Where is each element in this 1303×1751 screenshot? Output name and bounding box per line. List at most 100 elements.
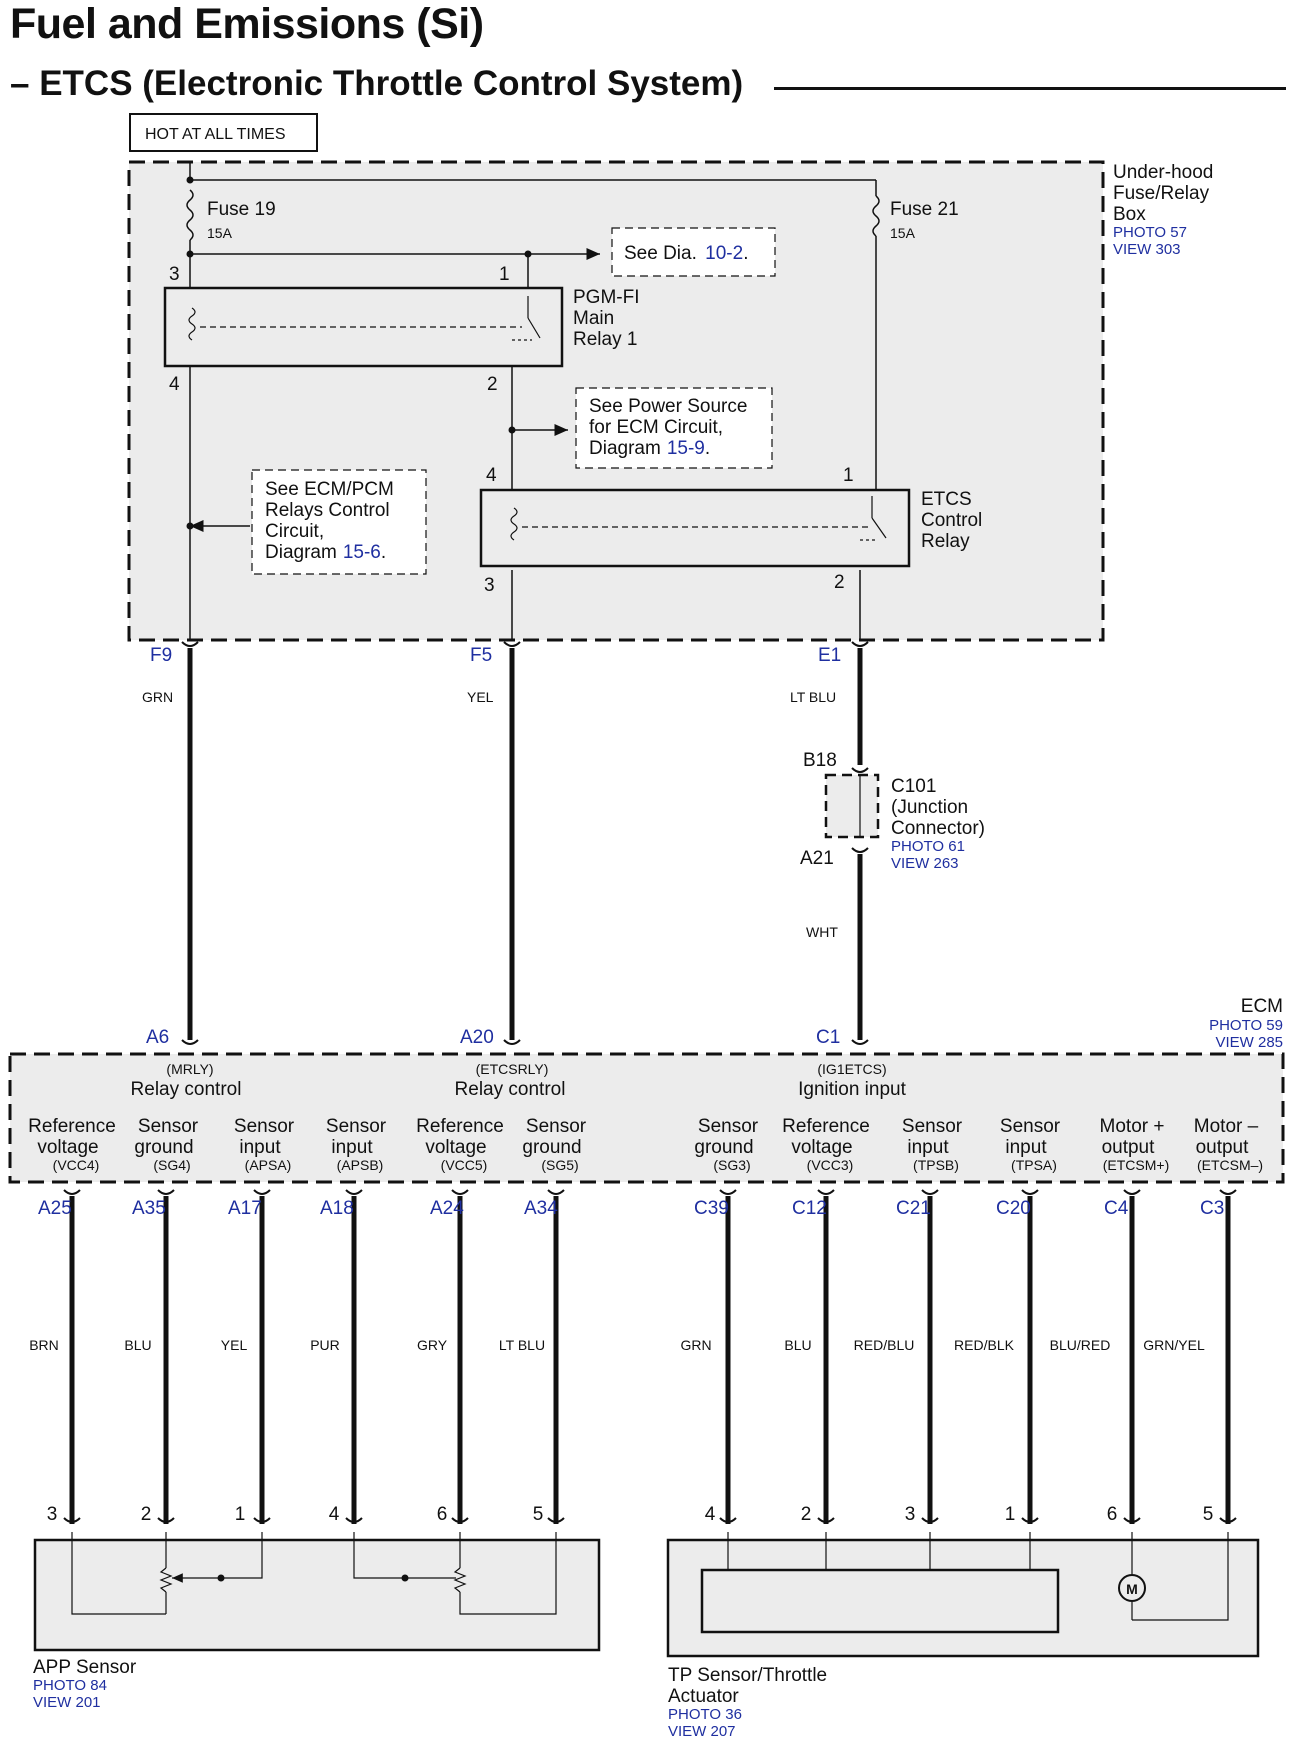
fuse19-rating: 15A bbox=[207, 225, 233, 241]
ecm-term-code-A34: (SG5) bbox=[541, 1157, 578, 1173]
sensor-pin-C21: 3 bbox=[905, 1504, 916, 1525]
see-relays-line4: Diagram bbox=[265, 542, 337, 563]
main-relay-internals bbox=[188, 296, 541, 341]
sensor-pin-C4: 6 bbox=[1107, 1504, 1118, 1525]
etcs-relay-box bbox=[479, 488, 911, 568]
top-harness-wires bbox=[181, 641, 869, 1045]
see-power-ref[interactable]: 15-9 bbox=[667, 438, 705, 459]
wire-color-A25: BRN bbox=[29, 1337, 59, 1353]
ecm-pin-A24: A24 bbox=[430, 1198, 464, 1219]
ecm-pin-C1: C1 bbox=[816, 1027, 840, 1048]
see-relays-control-box bbox=[251, 469, 427, 575]
see-relays-suffix: . bbox=[381, 542, 386, 563]
see-power-line3: Diagram bbox=[589, 438, 661, 459]
fusebox-view-ref: VIEW 303 bbox=[1113, 241, 1181, 258]
see-relays-line1: See ECM/PCM bbox=[265, 479, 394, 500]
ecm-pin-A34: A34 bbox=[524, 1198, 558, 1219]
junction-view-ref: VIEW 263 bbox=[891, 855, 959, 872]
tp-sensor-inner-module bbox=[700, 1568, 1060, 1634]
fusebox-output-F9: F9 bbox=[150, 645, 172, 666]
ecm-func-mrly-code: (MRLY) bbox=[166, 1061, 213, 1077]
wire-color-ltblu-top: LT BLU bbox=[790, 689, 836, 705]
ecm-term-code-C3: (ETCSM–) bbox=[1197, 1157, 1263, 1173]
sensor-pin-C3: 5 bbox=[1203, 1504, 1214, 1525]
see-power-line1: See Power Source bbox=[589, 396, 747, 417]
ecm-pin-C21: C21 bbox=[896, 1198, 931, 1219]
main-relay-label-1: PGM-FI bbox=[573, 287, 640, 308]
wire-color-yel-top: YEL bbox=[467, 689, 494, 705]
motor-icon: M bbox=[1126, 1581, 1138, 1597]
ecm-term-label1-C21: Sensor bbox=[902, 1116, 963, 1137]
see-relays-line2: Relays Control bbox=[265, 500, 390, 521]
ecm-term-label1-A17: Sensor bbox=[234, 1116, 295, 1137]
junction-photo-ref: PHOTO 61 bbox=[891, 838, 965, 855]
ecm-term-label2-A24: voltage bbox=[425, 1137, 486, 1158]
app-sensor-photo-ref: PHOTO 84 bbox=[33, 1677, 107, 1694]
junction-label-3: Connector) bbox=[891, 818, 985, 839]
ecm-pin-A17: A17 bbox=[228, 1198, 262, 1219]
see-power-line2: for ECM Circuit, bbox=[589, 417, 723, 438]
etcs-relay-pin-2: 2 bbox=[834, 572, 845, 593]
sensor-pin-C39: 4 bbox=[705, 1504, 716, 1525]
ecm-pin-C39: C39 bbox=[694, 1198, 729, 1219]
ecm-pin-C12: C12 bbox=[792, 1198, 827, 1219]
ecm-func-ig1etcs-code: (IG1ETCS) bbox=[817, 1061, 886, 1077]
fuse21-label: Fuse 21 bbox=[890, 199, 959, 220]
app-sensor-dots bbox=[217, 1574, 409, 1582]
ecm-pin-A35: A35 bbox=[132, 1198, 166, 1219]
ecm-term-label2-A25: voltage bbox=[37, 1137, 98, 1158]
junction-pin-a21: A21 bbox=[800, 848, 834, 869]
sensor-pin-A34: 5 bbox=[533, 1504, 544, 1525]
main-relay-pin-3: 3 bbox=[169, 264, 180, 285]
ecm-term-label1-A34: Sensor bbox=[526, 1116, 587, 1137]
ecm-pin-C4: C4 bbox=[1104, 1198, 1129, 1219]
sensor-pin-A18: 4 bbox=[329, 1504, 340, 1525]
wire-color-C12: BLU bbox=[784, 1337, 811, 1353]
ecm-connector-A17 bbox=[253, 1189, 271, 1195]
fusebox-name-1: Under-hood bbox=[1113, 162, 1213, 183]
ecm-connector-A24 bbox=[451, 1189, 469, 1195]
ecm-term-label1-A35: Sensor bbox=[138, 1116, 199, 1137]
wire-color-A18: PUR bbox=[310, 1337, 340, 1353]
fusebox-name-2: Fuse/Relay bbox=[1113, 183, 1210, 204]
tp-sensor-photo-ref: PHOTO 36 bbox=[668, 1706, 742, 1723]
ecm-term-label2-C21: input bbox=[907, 1137, 949, 1158]
ecm-term-label1-C3: Motor – bbox=[1194, 1116, 1259, 1137]
fuse19-label: Fuse 19 bbox=[207, 199, 276, 220]
app-sensor-box bbox=[33, 1538, 601, 1652]
wire-color-C39: GRN bbox=[680, 1337, 711, 1353]
tp-sensor-view-ref: VIEW 207 bbox=[668, 1723, 736, 1740]
etcs-relay-internals bbox=[510, 496, 887, 541]
app-sensor-name: APP Sensor bbox=[33, 1657, 137, 1678]
ecm-term-label1-C39: Sensor bbox=[698, 1116, 759, 1137]
ecm-term-code-C12: (VCC3) bbox=[807, 1157, 854, 1173]
ecm-connector-C39 bbox=[719, 1189, 737, 1195]
see-dia-ref[interactable]: 10-2 bbox=[705, 243, 743, 264]
fusebox-photo-ref: PHOTO 57 bbox=[1113, 224, 1187, 241]
ecm-term-label1-A25: Reference bbox=[28, 1116, 116, 1137]
ecm-term-label1-C4: Motor + bbox=[1100, 1116, 1165, 1137]
page-title: Fuel and Emissions (Si) bbox=[10, 0, 484, 48]
see-relays-ref[interactable]: 15-6 bbox=[343, 542, 381, 563]
main-relay-pin-1: 1 bbox=[499, 264, 510, 285]
wire-color-C4: BLU/RED bbox=[1050, 1337, 1111, 1353]
see-dia-text: See Dia. bbox=[624, 243, 697, 264]
ecm-pin-A18: A18 bbox=[320, 1198, 354, 1219]
etcs-relay-label-1: ETCS bbox=[921, 489, 972, 510]
ecm-pin-C3: C3 bbox=[1200, 1198, 1224, 1219]
subtitle-rule bbox=[774, 87, 1286, 90]
see-relays-line3: Circuit, bbox=[265, 521, 324, 542]
sensor-pin-A25: 3 bbox=[47, 1504, 58, 1525]
ecm-term-label2-A35: ground bbox=[134, 1137, 193, 1158]
ecm-func-etcsrly-label: Relay control bbox=[455, 1079, 566, 1100]
ecm-term-code-A25: (VCC4) bbox=[53, 1157, 100, 1173]
main-relay-label-2: Main bbox=[573, 308, 614, 329]
sensor-pin-C12: 2 bbox=[801, 1504, 812, 1525]
ecm-connector-C3 bbox=[1219, 1189, 1237, 1195]
ecm-connector-A25 bbox=[63, 1189, 81, 1195]
ecm-term-label2-C4: output bbox=[1102, 1137, 1156, 1158]
ecm-term-label1-C20: Sensor bbox=[1000, 1116, 1061, 1137]
fusebox-output-E1: E1 bbox=[818, 645, 841, 666]
etcs-relay-pin-4: 4 bbox=[486, 465, 497, 486]
